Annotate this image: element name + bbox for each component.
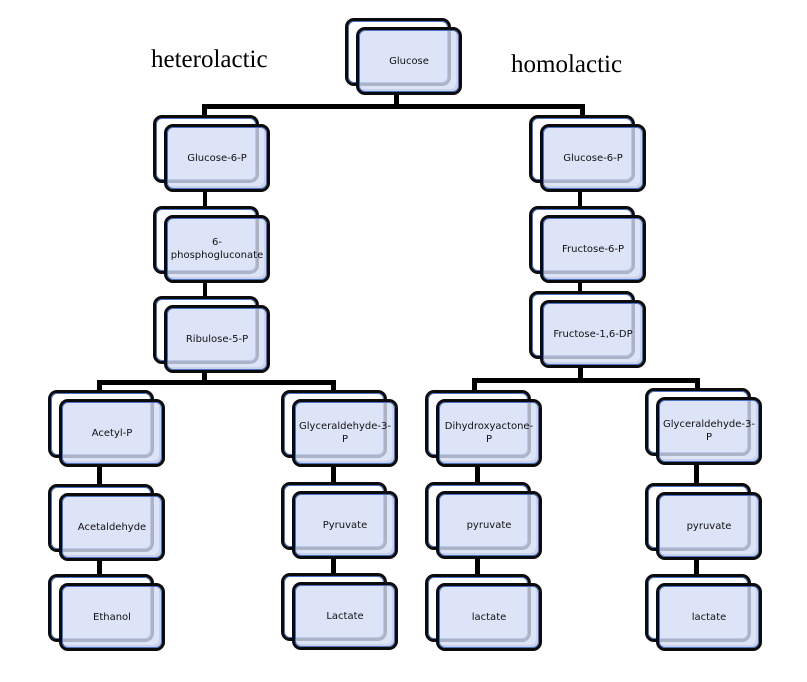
connector-homo-left-drop — [472, 378, 477, 392]
node-front-card: Dihydroxyactone-P — [436, 399, 542, 467]
node-front-card: Acetaldehyde — [59, 493, 165, 561]
connector-hetero-2-3 — [203, 282, 207, 298]
node-label: Pyruvate — [322, 519, 368, 531]
connector-homo-2-3 — [578, 282, 582, 294]
node-front-card: Fructose-6-P — [540, 215, 646, 283]
node-front-card: lactate — [656, 583, 762, 651]
connector-homo-a-2-3 — [475, 556, 480, 576]
connector-root-left-drop — [202, 104, 207, 118]
node-front-card: Lactate — [292, 582, 398, 650]
node-label: Glyceraldehyde-3-P — [299, 421, 391, 445]
connector-hetero-bar — [97, 380, 336, 385]
node-front-card: pyruvate — [436, 491, 542, 559]
node-label: Ethanol — [93, 611, 131, 623]
node-front-card: Glucose-6-P — [540, 124, 646, 192]
heterolactic-heading: heterolactic — [151, 46, 268, 73]
node-label: Acetaldehyde — [77, 521, 147, 533]
node-label: Glyceraldehyde-3-P — [663, 419, 755, 443]
node-front-card: Ethanol — [59, 583, 165, 651]
node-front-card: Fructose-1,6-DP — [540, 300, 646, 368]
node-front-card: Glyceraldehyde-3-P — [292, 399, 398, 467]
connector-homo-right-drop — [695, 378, 700, 390]
connector-hetero-a-1-2 — [97, 466, 102, 486]
node-front-card: Pyruvate — [292, 491, 398, 559]
connector-hetero-right-drop — [331, 380, 336, 392]
connector-hetero-3-stem — [202, 371, 207, 384]
node-front-card: Glucose — [356, 27, 462, 95]
connector-hetero-left-drop — [97, 380, 102, 392]
node-label: lactate — [471, 611, 507, 623]
node-front-card: Glucose-6-P — [164, 124, 270, 192]
connector-homo-b-1-2 — [694, 465, 699, 485]
node-label: lactate — [691, 611, 727, 623]
node-label: Fructose-6-P — [562, 243, 624, 255]
node-label: Ribulose-5-P — [185, 333, 249, 345]
node-label: Glucose-6-P — [187, 152, 247, 164]
node-front-card: Acetyl-P — [59, 399, 165, 467]
connector-homo-3-stem — [578, 366, 583, 381]
connector-hetero-1-2 — [203, 190, 207, 208]
node-label: Fructose-1,6-DP — [553, 328, 633, 340]
node-label: pyruvate — [686, 520, 732, 532]
connector-hetero-b-1-2 — [331, 467, 336, 485]
connector-homo-bar — [472, 378, 700, 383]
node-label: pyruvate — [466, 519, 512, 531]
node-label: 6- phosphogluconate — [170, 237, 264, 261]
node-label: Lactate — [326, 610, 364, 622]
node-label: Glucose — [389, 55, 429, 67]
connector-root-right-drop — [580, 104, 585, 118]
node-front-card: Glyceraldehyde-3-P — [656, 397, 762, 465]
node-front-card: lactate — [436, 583, 542, 651]
node-label: Acetyl-P — [91, 427, 133, 439]
node-label: Glucose-6-P — [563, 152, 623, 164]
connector-hetero-b-2-3 — [331, 556, 336, 576]
homolactic-heading: homolactic — [511, 51, 623, 78]
connector-homo-a-1-2 — [475, 466, 480, 486]
connector-homo-b-2-3 — [694, 557, 699, 577]
node-front-card: Ribulose-5-P — [164, 305, 270, 373]
connector-root-stem — [394, 95, 399, 107]
node-label: Dihydroxyactone-P — [444, 421, 534, 445]
node-front-card: pyruvate — [656, 492, 762, 560]
connector-hetero-a-2-3 — [97, 558, 102, 576]
node-front-card: 6- phosphogluconate — [164, 215, 270, 283]
connector-homo-1-2 — [578, 190, 582, 208]
connector-root-bar — [202, 104, 585, 109]
